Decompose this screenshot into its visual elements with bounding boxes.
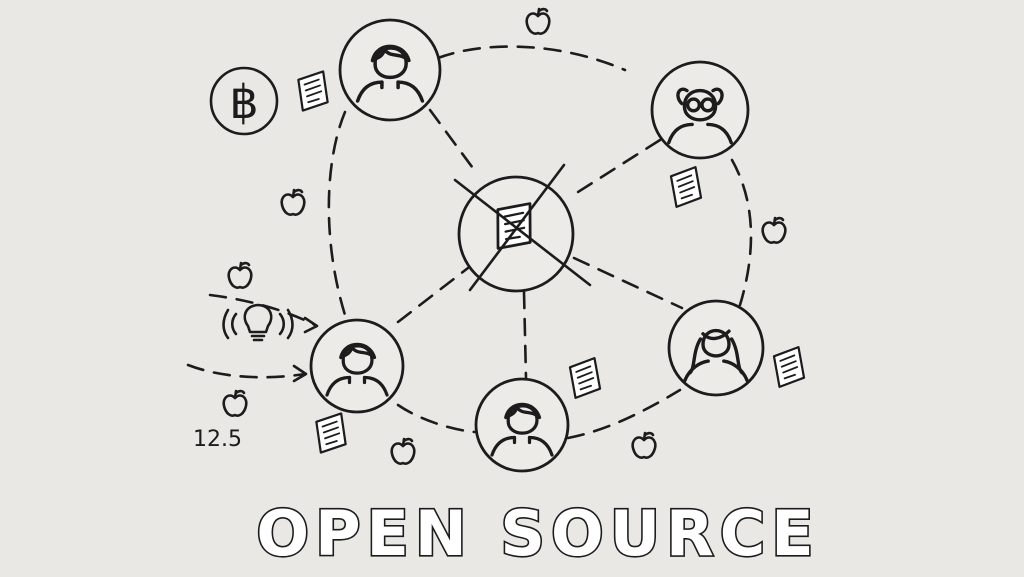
document-sheet-icon — [667, 166, 705, 208]
person-node-bottom — [474, 377, 570, 473]
apple-icon — [222, 389, 248, 417]
person-node-long-hair — [667, 299, 765, 397]
document-sheet-icon — [294, 70, 332, 112]
person-node-glasses — [650, 60, 750, 160]
apple-icon — [631, 431, 657, 459]
person-node-left — [309, 318, 405, 414]
bitcoin-coin-icon: ฿ — [209, 66, 279, 136]
connection-lines — [186, 45, 753, 440]
diagram-title: OPEN SOURCE — [256, 497, 819, 570]
person-node-top — [338, 18, 442, 122]
apple-icon — [280, 188, 306, 216]
apple-icon — [390, 437, 416, 465]
document-sheet-icon — [770, 346, 808, 388]
apple-icon — [227, 261, 253, 289]
document-sheet-icon — [566, 357, 604, 399]
lightbulb-idea-icon — [222, 303, 294, 342]
apple-icon — [525, 7, 551, 35]
cross-out-line-2 — [453, 178, 592, 287]
apple-icon — [761, 216, 787, 244]
svg-text:฿: ฿ — [229, 75, 258, 129]
center-document-node — [453, 163, 592, 293]
number-label: 12.5 — [193, 427, 242, 452]
document-sheet-icon — [312, 412, 350, 454]
